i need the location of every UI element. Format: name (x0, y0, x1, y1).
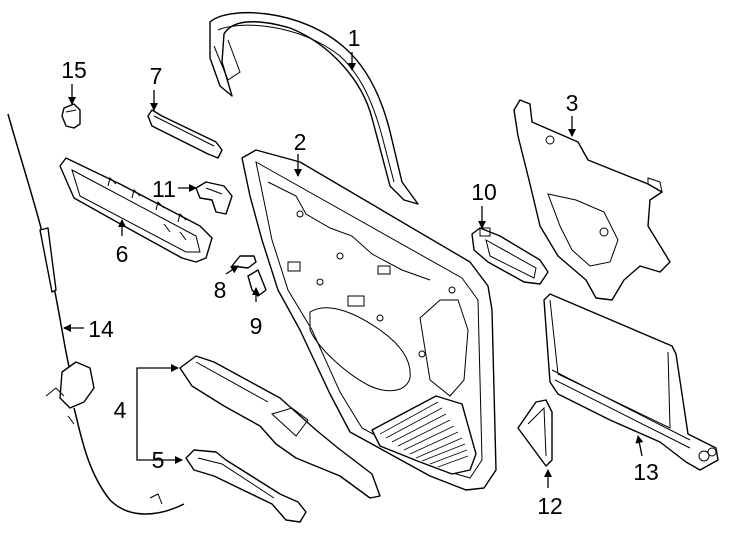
callout-11: 11 (152, 176, 176, 202)
callout-1: 1 (348, 25, 361, 51)
callout-2: 2 (294, 129, 307, 155)
leader-lines (63, 52, 644, 488)
part-13-sunshade (543, 293, 719, 471)
part-5-pull-cup (185, 449, 307, 523)
part-2-trim-panel (241, 149, 497, 491)
callout-4: 4 (114, 397, 127, 423)
part-7-molding-strip (147, 109, 223, 159)
part-3-bracket (513, 99, 671, 301)
part-12-trim-piece (517, 399, 553, 467)
callout-3: 3 (566, 90, 579, 116)
part-10-switch (471, 227, 549, 285)
callout-6: 6 (116, 241, 129, 267)
part-4-armrest (179, 355, 381, 499)
part-11-handle-pull (195, 181, 233, 215)
callout-14: 14 (88, 316, 114, 342)
callout-10: 10 (471, 179, 497, 205)
part-6-upper-trim (59, 157, 213, 263)
callout-13: 13 (633, 459, 659, 485)
callout-9: 9 (250, 313, 263, 339)
callout-12: 12 (537, 493, 563, 519)
callout-7: 7 (150, 63, 163, 89)
part-9-clip (247, 269, 267, 297)
part-8-cap (231, 255, 257, 269)
part-14-cable (7, 113, 185, 515)
callout-8: 8 (214, 277, 227, 303)
callout-5: 5 (152, 447, 165, 473)
part-1-frame-molding (209, 11, 419, 205)
part-15-clip (61, 103, 81, 129)
callout-15: 15 (61, 57, 87, 83)
